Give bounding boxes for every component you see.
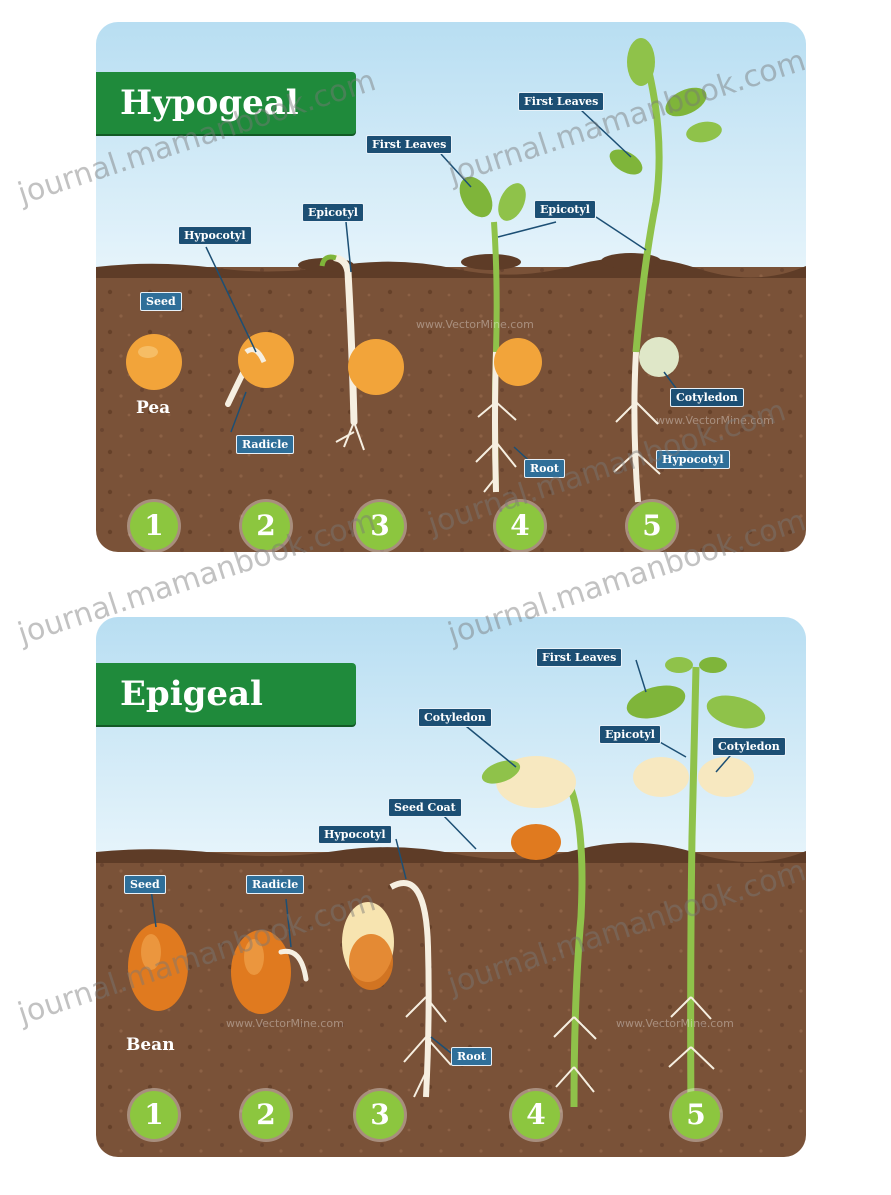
label-cotyledon-5: Cotyledon [712, 737, 786, 756]
vector-watermark-4: www.VectorMine.com [616, 1017, 734, 1030]
label-seed: Seed [140, 292, 182, 311]
label-seed: Seed [124, 875, 166, 894]
hypogeal-step-5: 5 [628, 502, 676, 550]
epigeal-step-3: 3 [356, 1091, 404, 1139]
label-cotyledon-4: Cotyledon [418, 708, 492, 727]
bean-name: Bean [126, 1035, 175, 1055]
label-epicotyl-4: Epicotyl [534, 200, 596, 219]
label-first-leaves-4: First Leaves [366, 135, 452, 154]
label-radicle: Radicle [236, 435, 294, 454]
label-first-leaves-5: First Leaves [518, 92, 604, 111]
epigeal-title: Epigeal [120, 674, 263, 714]
epigeal-step-1: 1 [130, 1091, 178, 1139]
hypogeal-step-1: 1 [130, 502, 178, 550]
hypogeal-panel: Hypogeal Seed Hypocotyl Radicle Epicotyl… [96, 22, 806, 552]
hypogeal-title-banner: Hypogeal [96, 72, 356, 134]
hypogeal-title: Hypogeal [120, 83, 299, 123]
hypogeal-step-4: 4 [496, 502, 544, 550]
label-seed-coat: Seed Coat [388, 798, 462, 817]
label-epicotyl-5: Epicotyl [599, 725, 661, 744]
epigeal-step-4: 4 [512, 1091, 560, 1139]
epigeal-title-banner: Epigeal [96, 663, 356, 725]
bean-seed-1 [128, 923, 188, 1011]
label-root-3: Root [451, 1047, 492, 1066]
epigeal-step-5: 5 [672, 1091, 720, 1139]
label-radicle: Radicle [246, 875, 304, 894]
vector-watermark-1: www.VectorMine.com [416, 318, 534, 331]
label-hypocotyl-2: Hypocotyl [178, 226, 252, 245]
epigeal-panel: Epigeal Seed Radicle Hypocotyl Root Seed… [96, 617, 806, 1157]
label-first-leaves-5: First Leaves [536, 648, 622, 667]
pea-name: Pea [136, 398, 170, 418]
hypogeal-step-2: 2 [242, 502, 290, 550]
pea-seed-1 [126, 334, 182, 390]
vector-watermark-3: www.VectorMine.com [226, 1017, 344, 1030]
vector-watermark-2: www.VectorMine.com [656, 414, 774, 427]
hypogeal-step-3: 3 [356, 502, 404, 550]
label-root-4: Root [524, 459, 565, 478]
label-cotyledon-5: Cotyledon [670, 388, 744, 407]
label-hypocotyl-5: Hypocotyl [656, 450, 730, 469]
label-epicotyl-3: Epicotyl [302, 203, 364, 222]
label-hypocotyl-3: Hypocotyl [318, 825, 392, 844]
epigeal-step-2: 2 [242, 1091, 290, 1139]
